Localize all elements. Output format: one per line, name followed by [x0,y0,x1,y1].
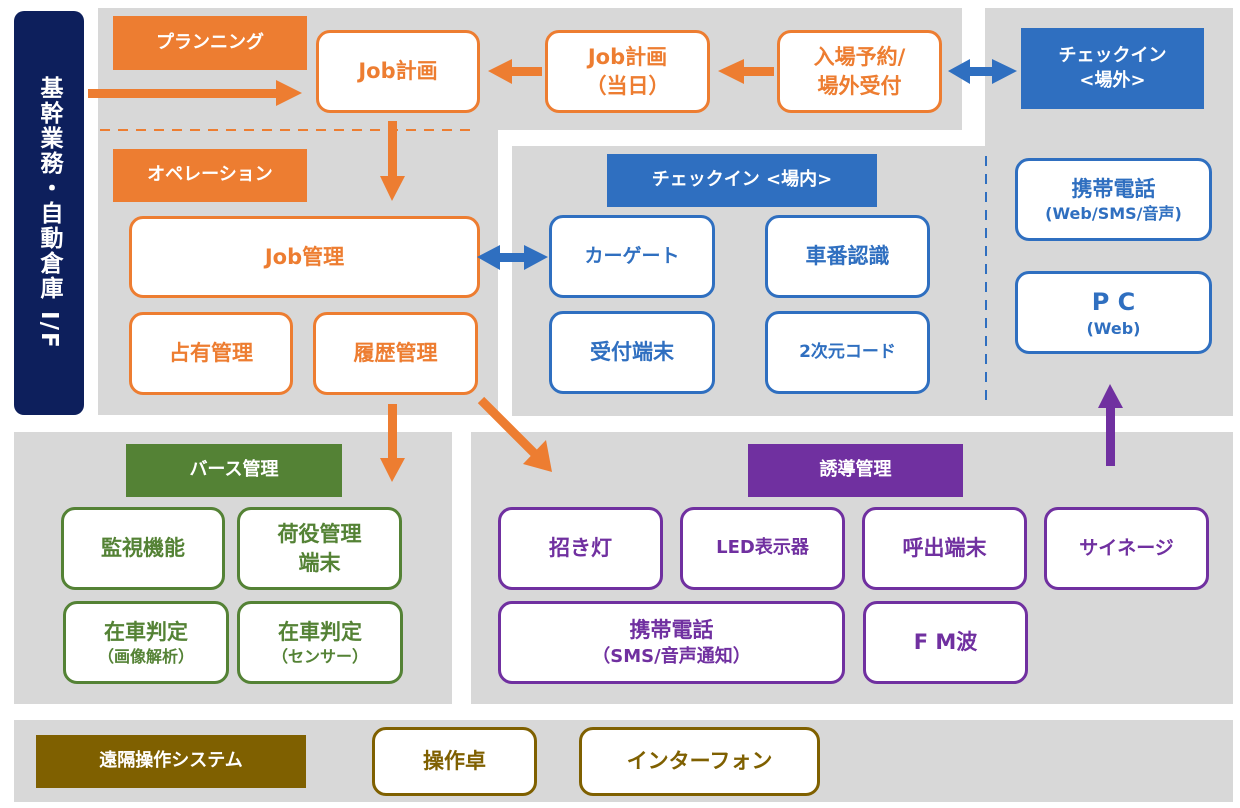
offsite-mobile-sub: (Web/SMS/音声) [1045,203,1182,223]
job-plan-today-sub: （当日） [585,73,670,98]
qr-code-box[interactable]: 2次元コード [765,311,930,394]
berth-presence-sensor-box[interactable]: 在車判定 （センサー） [237,601,403,684]
offsite-pc-box[interactable]: P C (Web) [1015,271,1212,354]
reception-terminal-label: 受付端末 [590,340,674,365]
guide-mobile-sub: （SMS/音声通知） [592,645,751,667]
history-mgmt-label: 履歴管理 [353,341,438,366]
berth-label: バース管理 [126,444,342,497]
job-mgmt-label: Job管理 [264,244,345,269]
fm-wave-label: F M波 [913,630,978,655]
berth-presence-image-title: 在車判定 [104,619,188,644]
berth-cargo-terminal-sub: 端末 [298,550,341,575]
checkin-offsite-title: チェックイン [1058,45,1167,67]
berth-presence-sensor-sub: （センサー） [271,646,368,666]
checkin-offsite-sub: <場外> [1079,69,1146,91]
checkin-onsite-label: チェックイン <場内> [607,154,877,207]
entry-reservation-box[interactable]: 入場予約/ 場外受付 [777,30,942,113]
call-terminal-label: 呼出端末 [902,536,987,561]
job-plan-today-title: Job計画 [587,45,668,70]
berth-cargo-terminal-box[interactable]: 荷役管理 端末 [237,507,402,590]
berth-cargo-terminal-title: 荷役管理 [277,522,362,547]
history-mgmt-box[interactable]: 履歴管理 [313,312,478,395]
core-business-interface-label: 基幹業務・自動倉庫 I/F [36,76,62,350]
fm-wave-box[interactable]: F M波 [863,601,1028,684]
call-terminal-box[interactable]: 呼出端末 [862,507,1027,590]
job-plan-label: Job計画 [358,59,438,84]
interphone-label: インターフォン [626,749,773,774]
job-plan-box[interactable]: Job計画 [316,30,480,113]
berth-monitoring-title: 監視機能 [101,536,185,561]
car-gate-box[interactable]: カーゲート [549,215,715,298]
berth-presence-sensor-title: 在車判定 [278,619,362,644]
operation-label: オペレーション [113,149,307,202]
guide-light-box[interactable]: 招き灯 [498,507,663,590]
reception-terminal-box[interactable]: 受付端末 [549,311,715,394]
entry-reservation-sub: 場外受付 [817,73,902,98]
planning-label: プランニング [113,16,307,70]
entry-reservation-title: 入場予約/ [813,45,906,70]
checkin-offsite-label: チェックイン <場外> [1021,28,1204,109]
offsite-mobile-box[interactable]: 携帯電話 (Web/SMS/音声) [1015,158,1212,241]
guide-light-label: 招き灯 [549,536,612,561]
offsite-mobile-title: 携帯電話 [1071,176,1156,201]
berth-monitoring-box[interactable]: 監視機能 [61,507,225,590]
occupancy-mgmt-label: 占有管理 [169,341,253,366]
offsite-pc-sub: (Web) [1086,318,1141,338]
remote-label: 遠隔操作システム [36,735,306,788]
job-plan-today-box[interactable]: Job計画 （当日） [545,30,710,113]
signage-label: サイネージ [1079,536,1174,559]
control-console-label: 操作卓 [423,749,486,774]
guidance-label: 誘導管理 [748,444,963,497]
led-display-box[interactable]: LED表示器 [680,507,845,590]
control-console-box[interactable]: 操作卓 [372,727,537,796]
job-mgmt-box[interactable]: Job管理 [129,216,480,298]
interphone-box[interactable]: インターフォン [579,727,820,796]
guide-mobile-title: 携帯電話 [629,618,714,643]
qr-code-label: 2次元コード [799,342,896,363]
core-business-interface-bar: 基幹業務・自動倉庫 I/F [14,11,84,415]
guide-mobile-box[interactable]: 携帯電話 （SMS/音声通知） [498,601,845,684]
berth-presence-image-sub: （画像解析） [97,646,194,666]
offsite-pc-title: P C [1091,287,1136,316]
berth-presence-image-box[interactable]: 在車判定 （画像解析） [63,601,229,684]
plate-recognition-box[interactable]: 車番認識 [765,215,930,298]
led-display-label: LED表示器 [716,537,809,559]
plate-recognition-label: 車番認識 [805,244,890,269]
signage-box[interactable]: サイネージ [1044,507,1209,590]
car-gate-label: カーゲート [584,244,680,267]
occupancy-mgmt-box[interactable]: 占有管理 [129,312,293,395]
